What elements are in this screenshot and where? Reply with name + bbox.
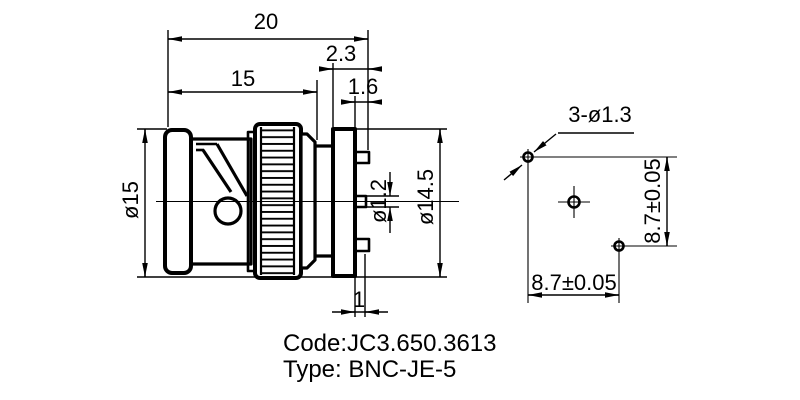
side-view: 20 15 2.3 1.6 <box>118 9 459 317</box>
dim-pin-offset: 1 <box>332 254 388 317</box>
dim-body-diameter: ø15 <box>118 128 447 278</box>
bayonet-slot <box>196 142 249 226</box>
dim-flange-diameter-label: ø14.5 <box>413 169 438 225</box>
dim-horizontal-spacing: 8.7±0.05 <box>528 270 619 298</box>
dim-boss-length: 1.6 <box>341 74 382 148</box>
dim-body-diameter-label: ø15 <box>118 181 143 219</box>
dim-horizontal-spacing-label: 8.7±0.05 <box>531 270 616 295</box>
footer-notes: Code:JC3.650.3613 Type: BNC-JE-5 <box>283 330 497 383</box>
dim-vertical-spacing-label: 8.7±0.05 <box>640 158 665 243</box>
dim-body-length: 15 <box>168 66 318 140</box>
dim-total-length-label: 20 <box>254 9 278 34</box>
dim-flange-thickness-label: 2.3 <box>326 41 357 66</box>
holes-note-leader: 3-ø1.3 <box>503 102 634 181</box>
holes-note-label: 3-ø1.3 <box>568 102 632 127</box>
dim-pin-diameter: ø1.2 <box>366 172 399 233</box>
hole-center <box>558 186 590 218</box>
hole-bottom-right <box>611 238 677 303</box>
hole-pattern-view: 3-ø1.3 8.7±0.05 8.7±0.05 <box>503 102 677 303</box>
dim-boss-length-label: 1.6 <box>348 74 379 99</box>
hole-top-left <box>520 149 677 303</box>
dim-body-length-label: 15 <box>231 66 255 91</box>
dim-pin-offset-label: 1 <box>353 287 365 312</box>
code-text: Code:JC3.650.3613 <box>283 330 497 357</box>
dim-flange-thickness: 2.3 <box>319 41 382 127</box>
locating-boss-top <box>353 150 371 165</box>
type-text: Type: BNC-JE-5 <box>283 356 456 383</box>
dim-total-length: 20 <box>167 9 369 150</box>
dim-vertical-spacing: 8.7±0.05 <box>640 157 670 246</box>
locating-boss-bottom <box>353 237 371 253</box>
dim-flange-diameter: ø14.5 <box>356 128 447 277</box>
bayonet-slot-hole <box>213 196 243 226</box>
mounting-flange <box>331 127 357 278</box>
